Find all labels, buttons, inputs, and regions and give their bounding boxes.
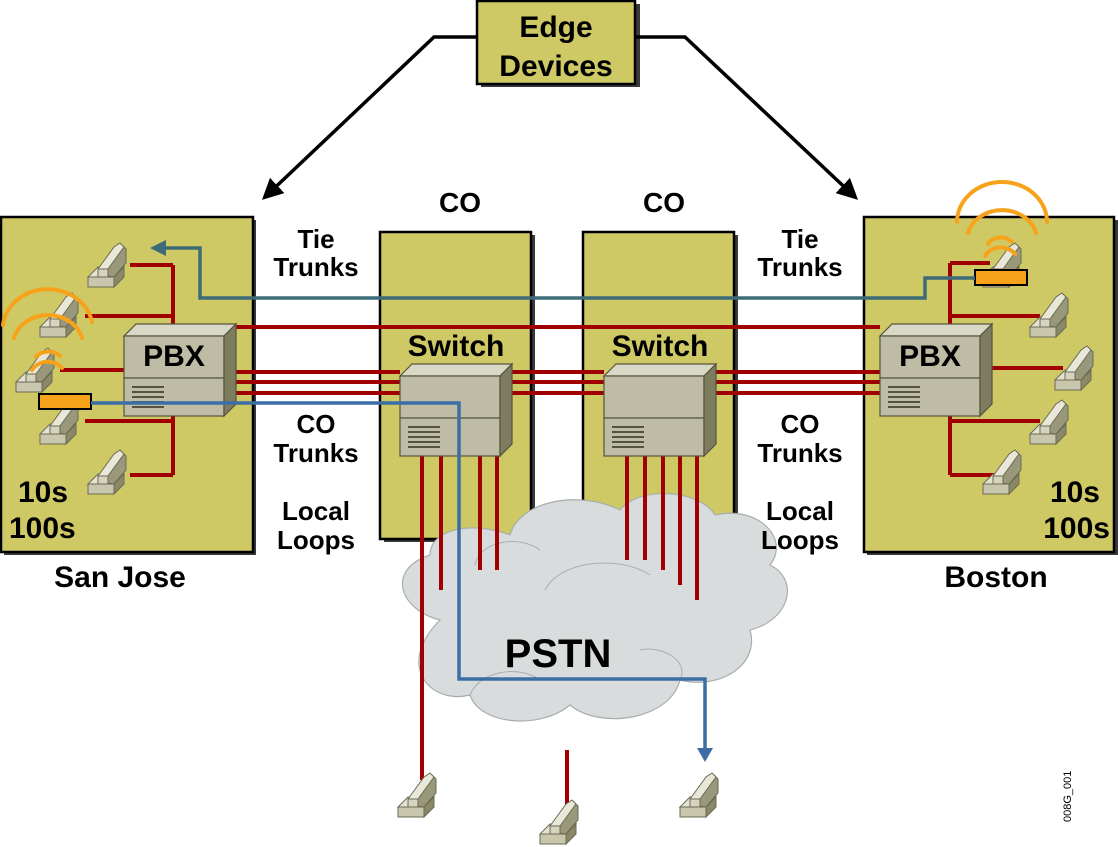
edge-devices-label-line1: Edge (519, 11, 592, 44)
edge-devices-box (475, 0, 637, 86)
local-loops-label-left-1: Local (282, 496, 350, 526)
phones-pstn (397, 772, 719, 845)
san-jose-count-100s: 100s (9, 512, 76, 545)
tie-trunks-label-right-1: Tie (781, 224, 818, 254)
call-path-pstn (91, 401, 713, 762)
pstn-label: PSTN (505, 632, 612, 676)
co-trunks-label-left-2: Trunks (273, 438, 358, 468)
phone-icon (539, 799, 579, 845)
co-trunk-lines (236, 370, 880, 395)
san-jose-count-10s: 10s (18, 476, 68, 509)
edge-device-adapter-san-jose (38, 393, 92, 410)
local-loops-label-right-2: Loops (761, 525, 839, 555)
edge-arrow-right (635, 35, 859, 200)
link-labels-left: Tie Trunks CO Trunks Local Loops (273, 224, 358, 555)
site-name-san-jose: San Jose (54, 561, 186, 594)
boston-count-10s: 10s (1050, 476, 1100, 509)
co-trunks-label-right-1: CO (781, 409, 820, 439)
co-label-2: CO (643, 187, 685, 218)
co-label-1: CO (439, 187, 481, 218)
boston-count-100s: 100s (1043, 512, 1110, 545)
edge-devices-label-line2: Devices (499, 50, 612, 83)
co-switch-2 (603, 363, 717, 457)
pbx-san-jose: PBX (123, 323, 237, 417)
call-path-tie-trunk (150, 240, 975, 300)
tie-trunks-label-right-2: Trunks (757, 252, 842, 282)
phone-icon (679, 772, 719, 818)
edge-device-adapter-boston (974, 269, 1028, 286)
local-loops-label-right-1: Local (766, 496, 834, 526)
figure-id: 008G_001 (1062, 771, 1074, 822)
pbx-boston: PBX (879, 323, 993, 417)
co-switch-1 (399, 363, 513, 457)
switch-label-2: Switch (612, 330, 709, 363)
pbx-boston-label: PBX (899, 340, 961, 373)
wireless-icon-san-jose (1, 287, 94, 372)
co-trunks-label-right-2: Trunks (757, 438, 842, 468)
san-jose-wiring (60, 263, 175, 477)
pbx-san-jose-label: PBX (143, 340, 205, 373)
edge-devices-callout: Edge Devices (261, 0, 859, 200)
tie-trunks-label-left-2: Trunks (273, 252, 358, 282)
tie-trunks-label-left-1: Tie (297, 224, 334, 254)
link-labels-right: Tie Trunks CO Trunks Local Loops (757, 224, 842, 555)
site-name-boston: Boston (944, 561, 1047, 594)
edge-arrow-left (261, 35, 477, 200)
local-loops-label-left-2: Loops (277, 525, 355, 555)
co-trunks-label-left-1: CO (297, 409, 336, 439)
wireless-icon-boston (955, 180, 1049, 258)
switch-label-1: Switch (408, 330, 505, 363)
phone-icon (397, 772, 437, 818)
local-loop-lines (420, 448, 699, 805)
boston-wiring (948, 261, 1063, 477)
